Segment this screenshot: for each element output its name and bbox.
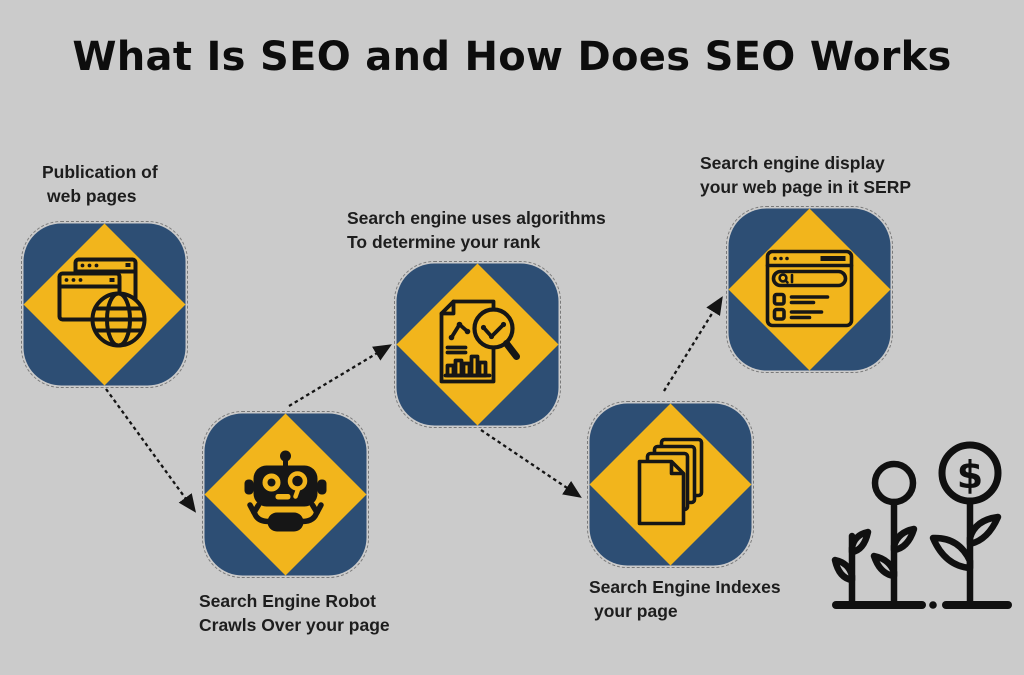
step2-node xyxy=(202,411,369,578)
arrow-step2-to-step3 xyxy=(288,344,392,407)
step1-label: Publication of web pages xyxy=(42,160,158,208)
step5-label: Search engine display your web page in i… xyxy=(700,151,911,199)
step5-label-line1: Search engine display xyxy=(700,153,885,173)
serp-browser-icon xyxy=(765,249,854,328)
step1-label-line1: Publication of xyxy=(42,162,158,182)
step4-label-line2: your page xyxy=(594,601,678,621)
node-diamond xyxy=(728,208,891,371)
stacked-pages-icon xyxy=(637,437,704,526)
dollar-plant-growth-icon: $ xyxy=(831,441,1012,609)
ground xyxy=(832,601,1012,609)
step4-label-line1: Search Engine Indexes xyxy=(589,577,781,597)
plant-small xyxy=(831,528,872,606)
step2-label-line2: Crawls Over your page xyxy=(199,615,390,635)
arrow-step1-to-step2 xyxy=(105,388,197,513)
node-diamond xyxy=(396,263,559,426)
plant-medium xyxy=(870,460,918,606)
browser-globe-icon xyxy=(57,257,147,348)
arrow-step4-to-step5 xyxy=(663,296,723,392)
step3-label-line1: Search engine uses algorithms xyxy=(347,208,606,228)
report-magnifier-icon xyxy=(439,299,520,384)
step5-node xyxy=(726,206,893,373)
step3-label-line2: To determine your rank xyxy=(347,232,541,252)
dollar-sign: $ xyxy=(957,453,983,497)
step4-label: Search Engine Indexes your page xyxy=(589,575,781,623)
step2-label-line1: Search Engine Robot xyxy=(199,591,376,611)
arrow-step3-to-step4 xyxy=(480,429,582,498)
step3-node xyxy=(394,261,561,428)
robot-crawler-icon xyxy=(244,450,327,532)
step1-node xyxy=(21,221,188,388)
step4-node xyxy=(587,401,754,568)
step5-label-line2: your web page in it SERP xyxy=(700,177,912,197)
step2-label: Search Engine Robot Crawls Over your pag… xyxy=(199,589,390,637)
step3-label: Search engine uses algorithms To determi… xyxy=(347,206,606,254)
step1-label-line2: web pages xyxy=(47,186,137,206)
plant-dollar: $ xyxy=(929,441,1002,606)
page-title: What Is SEO and How Does SEO Works xyxy=(72,34,952,80)
